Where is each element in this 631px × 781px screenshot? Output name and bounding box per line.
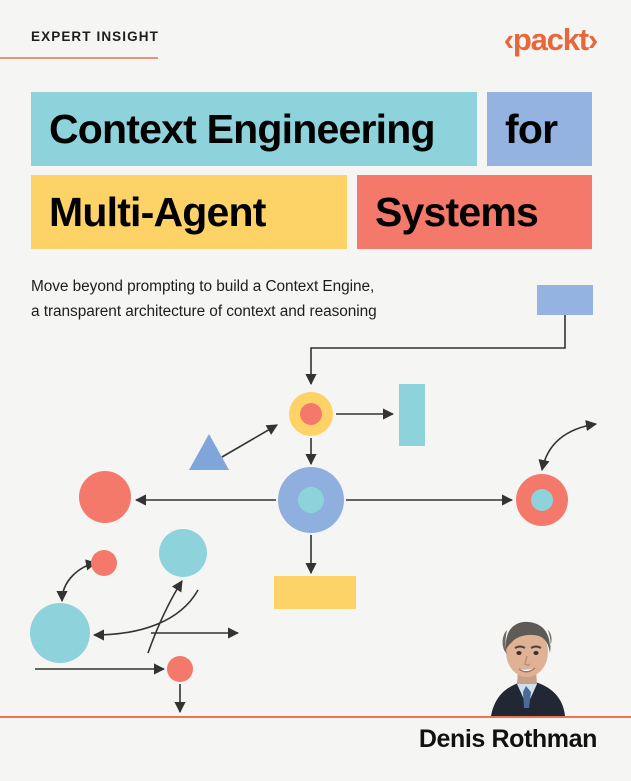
subtitle-line-1: Move beyond prompting to build a Context…	[31, 278, 375, 295]
edge-curve-reddonutright-up	[538, 420, 598, 472]
edge-elbow-bluerect-yellowring	[305, 315, 566, 386]
packt-logo: ‹packt›	[503, 22, 598, 57]
title-block-line2-tail: Systems	[357, 175, 592, 249]
shape-yellow-ring-inner	[300, 403, 322, 425]
edge-curve-into-tealmid	[147, 580, 183, 654]
expert-insight-rule	[0, 57, 158, 59]
author-rule	[0, 716, 631, 718]
shape-teal-circle-bottom	[30, 603, 90, 663]
subtitle-line-2: a transparent architecture of context an…	[31, 302, 377, 320]
shape-red-donut-inner	[531, 489, 553, 511]
title-block-line1-main: Context Engineering	[31, 92, 477, 166]
shape-blue-triangle	[189, 434, 229, 470]
shape-blue-donut-inner	[298, 487, 324, 513]
title-block-line1-tail: for	[487, 92, 592, 166]
edge-curve-tealbottom-redsmall	[56, 559, 98, 603]
title-block-line2-main: Multi-Agent	[31, 175, 347, 249]
author-photo	[473, 612, 581, 716]
shape-yellow-rectangle-bottom	[274, 576, 356, 609]
author-name: Denis Rothman	[418, 725, 598, 753]
edge-triangle-yellowring	[221, 424, 278, 458]
subtitle: Move beyond prompting to build a Context…	[31, 275, 377, 325]
shape-red-circle-small	[91, 550, 117, 576]
expert-insight-label: EXPERT INSIGHT	[31, 29, 159, 44]
shape-teal-rectangle-vertical	[399, 384, 425, 446]
shape-blue-rectangle-top-right	[537, 285, 593, 315]
shape-teal-circle-mid	[159, 529, 207, 577]
shape-red-circle-left	[79, 471, 131, 523]
edge-curve-into-tealbottom	[92, 589, 199, 641]
shape-red-circle-bottom	[167, 656, 193, 682]
